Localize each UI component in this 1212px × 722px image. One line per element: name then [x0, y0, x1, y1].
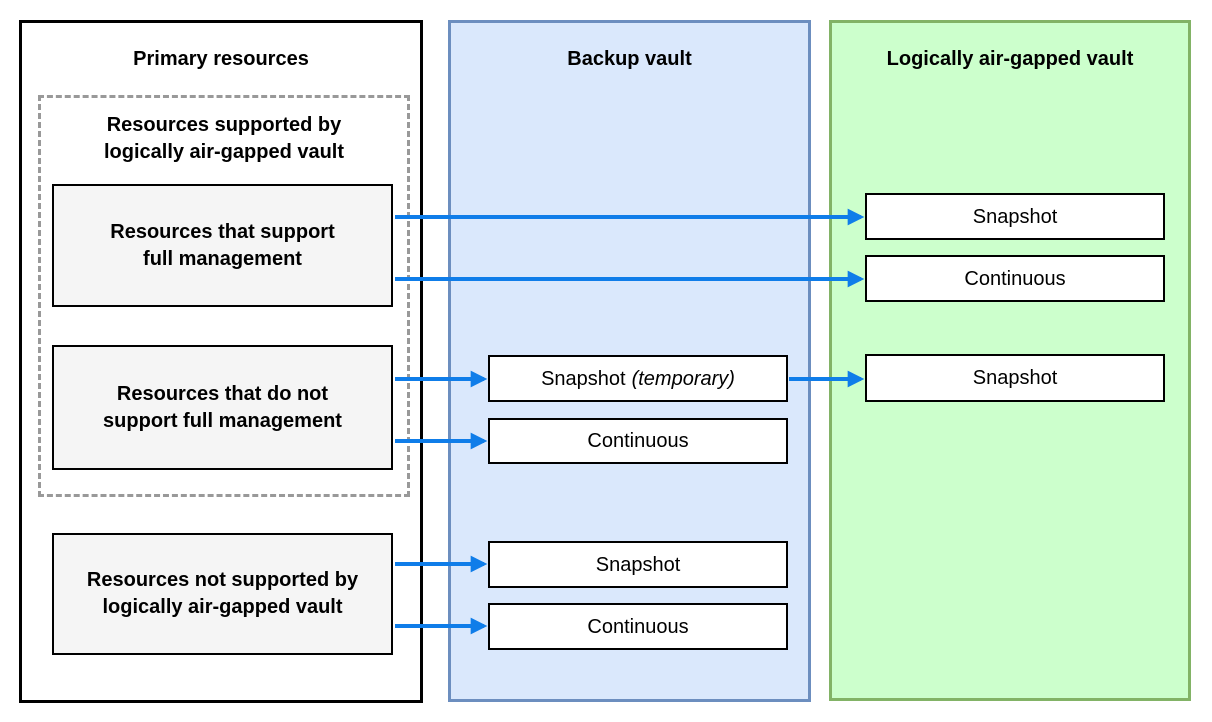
backup-continuous-label-1: Continuous — [587, 430, 689, 452]
backup-continuous-box-2: Continuous — [488, 603, 788, 650]
resource-box-full-management-label: Resources that support full management — [110, 220, 335, 270]
airgap-continuous-box: Continuous — [865, 255, 1165, 302]
resource-box-no-full-management-label: Resources that do not support full manag… — [103, 382, 342, 432]
air-gapped-vault-panel: Logically air-gapped vault Snapshot Cont… — [829, 20, 1191, 701]
airgap-snapshot-label-2: Snapshot — [972, 367, 1058, 389]
airgap-snapshot-box-2: Snapshot — [865, 354, 1165, 402]
supported-resources-group: Resources supported by logically air-gap… — [38, 95, 410, 497]
resource-box-unsupported: Resources not supported by logically air… — [52, 533, 393, 655]
backup-snapshot-box-2: Snapshot — [488, 541, 788, 588]
air-gapped-vault-title: Logically air-gapped vault — [886, 48, 1134, 70]
resource-box-no-full-management: Resources that do not support full manag… — [52, 345, 393, 470]
backup-vault-panel: Backup vault Snapshot (temporary) Contin… — [448, 20, 811, 702]
supported-resources-group-title: Resources supported by logically air-gap… — [103, 114, 345, 163]
airgap-snapshot-label-1: Snapshot — [972, 205, 1058, 228]
backup-snapshot-temporary-box: Snapshot (temporary) — [488, 355, 788, 402]
resource-box-full-management: Resources that support full management — [52, 184, 393, 307]
backup-continuous-box-1: Continuous — [488, 418, 788, 464]
primary-resources-title: Primary resources — [133, 48, 309, 70]
backup-vault-title: Backup vault — [567, 48, 692, 70]
resource-box-unsupported-label: Resources not supported by logically air… — [86, 569, 359, 618]
backup-snapshot-temporary-suffix: (temporary) — [631, 367, 735, 390]
airgap-snapshot-box-1: Snapshot — [865, 193, 1165, 240]
primary-resources-panel: Primary resources Resources supported by… — [19, 20, 423, 703]
backup-snapshot-temporary-label: Snapshot — [541, 367, 626, 390]
backup-continuous-label-2: Continuous — [587, 615, 689, 638]
airgap-continuous-label: Continuous — [964, 267, 1066, 290]
backup-snapshot-label-2: Snapshot — [595, 553, 681, 576]
